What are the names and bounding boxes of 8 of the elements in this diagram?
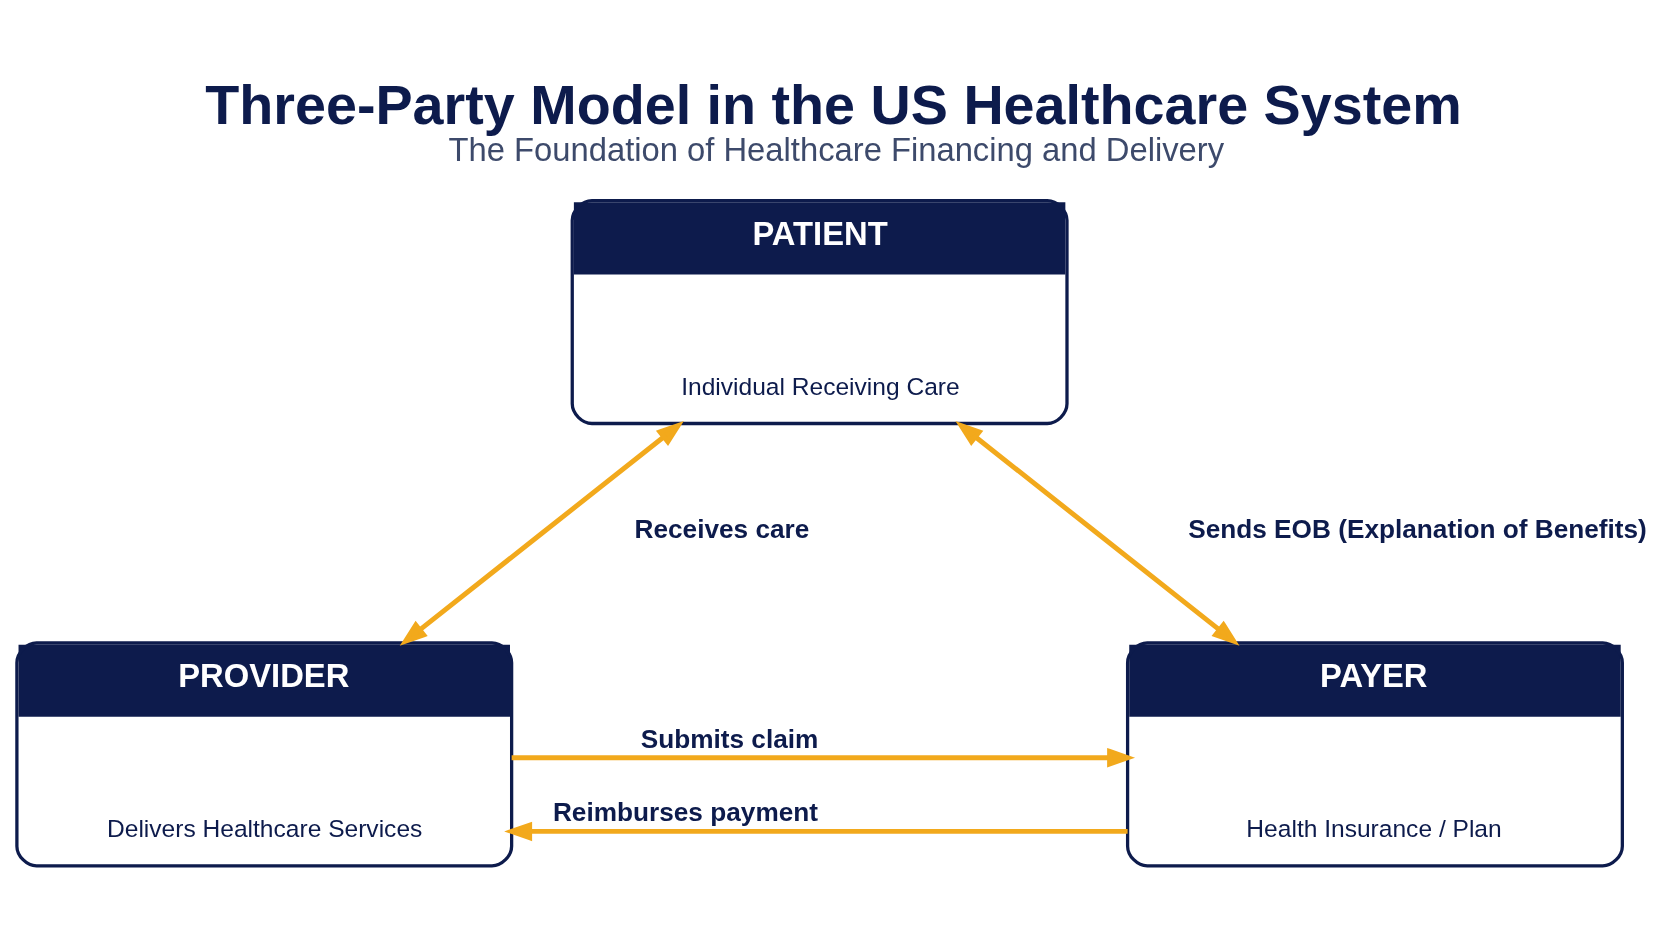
arrow [504,821,1128,841]
arrow [399,420,684,646]
edge-label: Reimburses payment [552,796,818,827]
edge-label: Receives care [634,513,810,544]
edge-label: Sends EOB (Explanation of Benefits) [1188,513,1647,544]
arrow [511,747,1136,767]
edge-label: Submits claim [640,723,819,754]
arrow [955,420,1240,646]
